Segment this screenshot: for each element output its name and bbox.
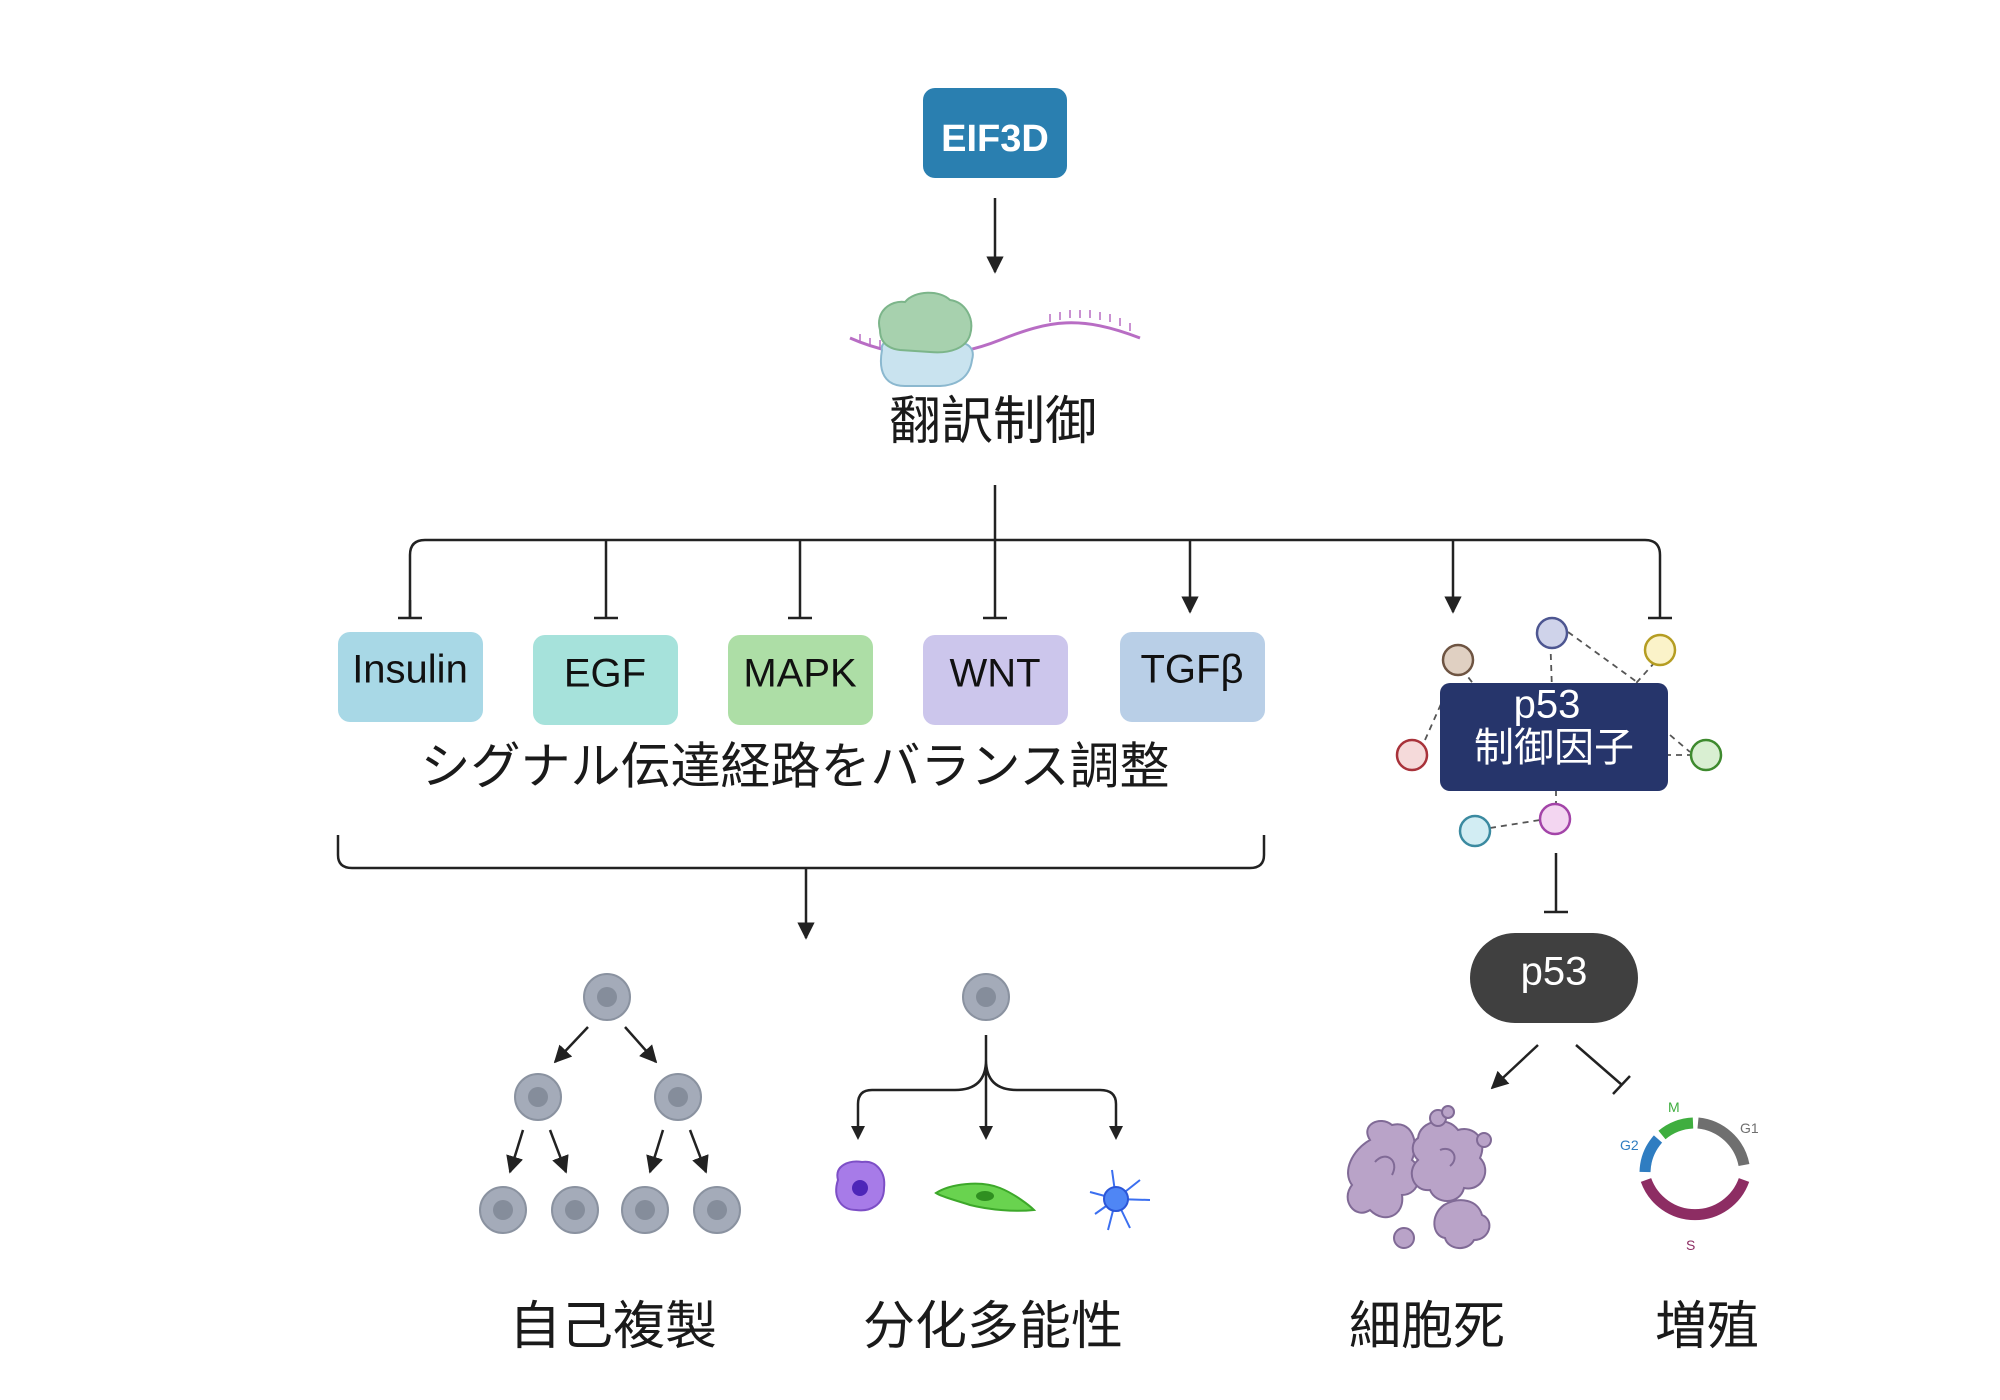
blue-neuron-cell bbox=[1089, 1169, 1151, 1231]
arrow-sr-1 bbox=[553, 1026, 589, 1064]
inhibit-p53-proliferation-bar bbox=[1612, 1075, 1631, 1095]
wnt-label: WNT bbox=[949, 652, 1040, 696]
arrow-sr-2 bbox=[624, 1026, 658, 1064]
ribosome-large-subunit bbox=[878, 291, 973, 354]
eif3d-node: EIF3D bbox=[923, 88, 1067, 178]
granddaughter-cell bbox=[479, 1186, 527, 1234]
daughter-cell bbox=[514, 1073, 562, 1121]
ribosome-icon bbox=[849, 291, 1141, 387]
bus-line bbox=[408, 538, 1662, 618]
cell-death-label: 細胞死 bbox=[1349, 1297, 1505, 1357]
tgfb-box bbox=[1120, 632, 1265, 722]
differentiation-branches bbox=[856, 1035, 1118, 1130]
p53-label: p53 bbox=[1521, 950, 1588, 994]
mapk-box bbox=[728, 635, 873, 725]
signaling-bracket bbox=[336, 835, 1266, 870]
arrowhead-mid bbox=[979, 1126, 993, 1140]
egf-label: EGF bbox=[564, 652, 646, 696]
network-edge bbox=[1669, 734, 1691, 753]
pathway-insulin: Insulin bbox=[338, 632, 483, 722]
arrow-sr-4 bbox=[548, 1129, 569, 1174]
insulin-box bbox=[338, 632, 483, 722]
mapk-label: MAPK bbox=[743, 652, 857, 696]
purple-cell bbox=[835, 1160, 886, 1212]
granddaughter-cell bbox=[551, 1186, 599, 1234]
p53-node: p53 bbox=[1470, 933, 1638, 1023]
stem-cell bbox=[583, 973, 631, 1021]
egf-box bbox=[533, 635, 678, 725]
network-edge bbox=[1567, 631, 1649, 691]
p53-pill bbox=[1470, 933, 1638, 1023]
arrow-sr-3 bbox=[506, 1129, 525, 1174]
translation-regulation-label: 翻訳制御 bbox=[889, 392, 1097, 452]
signaling-balance-label: シグナル伝達経路をバランス調整 bbox=[421, 738, 1170, 796]
self-renewal-label: 自己複製 bbox=[509, 1297, 717, 1357]
cell-cycle-g2-arc bbox=[1639, 1135, 1663, 1173]
arrowhead-right bbox=[1109, 1126, 1123, 1140]
cell-cycle-m-arc bbox=[1658, 1117, 1694, 1140]
pathway-tgfb: TGFβ bbox=[1120, 632, 1265, 722]
self-renewal-icon bbox=[479, 973, 741, 1234]
eif3d-box bbox=[923, 88, 1067, 178]
pathway-connectors bbox=[398, 540, 1672, 620]
tgfb-label: TGFβ bbox=[1141, 648, 1244, 692]
cell-cycle-s-arc bbox=[1640, 1177, 1750, 1221]
arrow-sr-6 bbox=[688, 1129, 709, 1174]
network-edge bbox=[1549, 631, 1553, 691]
apoptotic-cell-icon bbox=[1346, 1105, 1492, 1249]
regulator-node-pink bbox=[1538, 802, 1572, 836]
wnt-box bbox=[923, 635, 1068, 725]
cell-cycle-g1-arc bbox=[1697, 1117, 1750, 1167]
regulator-node-green bbox=[1689, 738, 1723, 772]
proliferation-label: 増殖 bbox=[1655, 1297, 1759, 1357]
p53-regulators-network: p53 制御因子 bbox=[1395, 616, 1723, 848]
regulator-node-cyan bbox=[1458, 814, 1492, 848]
green-cell bbox=[934, 1182, 1037, 1212]
eif3d-label: EIF3D bbox=[941, 118, 1049, 160]
granddaughter-cell bbox=[621, 1186, 669, 1234]
pathway-egf: EGF bbox=[533, 635, 678, 725]
cell-cycle-s-label: S bbox=[1686, 1237, 1695, 1253]
mrna-ticks bbox=[859, 310, 1131, 348]
network-edge bbox=[1489, 819, 1541, 829]
cell-cycle-g2-label: G2 bbox=[1620, 1137, 1639, 1153]
daughter-cell bbox=[654, 1073, 702, 1121]
regulator-node-yellow bbox=[1643, 633, 1677, 667]
regulator-node-blue bbox=[1535, 616, 1569, 650]
pluripotency-icon bbox=[835, 973, 1151, 1231]
arrow-p53-cell-death bbox=[1490, 1044, 1539, 1090]
pluripotency-label: 分化多能性 bbox=[863, 1297, 1123, 1357]
cell-cycle-g1-label: G1 bbox=[1740, 1120, 1759, 1136]
p53-regulators-label-line1: p53 bbox=[1514, 683, 1581, 727]
cell-cycle-m-label: M bbox=[1668, 1099, 1680, 1115]
granddaughter-cell bbox=[693, 1186, 741, 1234]
insulin-label: Insulin bbox=[352, 648, 468, 692]
progenitor-cell bbox=[962, 973, 1010, 1021]
network-edge bbox=[1424, 694, 1446, 741]
p53-regulators-box bbox=[1440, 683, 1668, 791]
cell-cycle-icon: M G1 S G2 bbox=[1620, 1099, 1759, 1253]
p53-regulators-label-line2: 制御因子 bbox=[1474, 725, 1634, 771]
regulator-node-red bbox=[1395, 738, 1429, 772]
arrow-sr-5 bbox=[646, 1129, 665, 1174]
pathway-mapk: MAPK bbox=[728, 635, 873, 725]
pathway-wnt: WNT bbox=[923, 635, 1068, 725]
inhibit-p53-proliferation bbox=[1575, 1044, 1623, 1086]
arrowhead-left bbox=[851, 1126, 865, 1140]
regulator-node-brown bbox=[1441, 643, 1475, 677]
